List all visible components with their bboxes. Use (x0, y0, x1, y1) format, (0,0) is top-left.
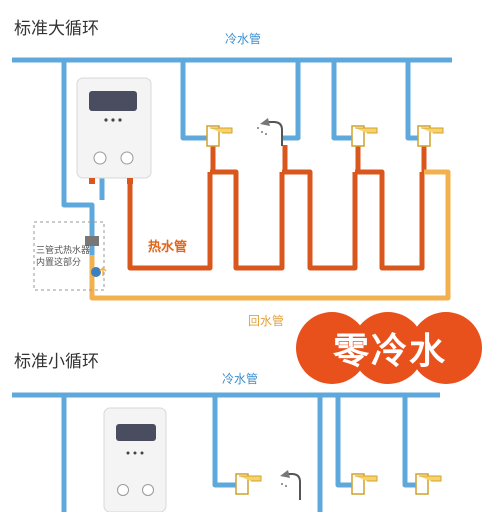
internal-part-note: 三管式热水器内置这部分 (36, 246, 91, 268)
faucet-icon (351, 125, 378, 147)
pump-valve-icon (85, 236, 107, 277)
shower-icon (257, 118, 283, 146)
faucet-icon (417, 125, 444, 147)
section-title-small-loop: 标准小循环 (14, 352, 99, 372)
shower-icon (280, 470, 301, 500)
water-heater-icon (76, 77, 152, 184)
zero-cold-water-badge: 零冷水 (332, 331, 447, 372)
cold-pipe-network-1 (12, 57, 452, 296)
faucet-icon (415, 473, 442, 495)
heater-internal-box (33, 221, 105, 291)
hot-pipe-network-1 (127, 145, 427, 271)
return-pipe-label: 回水管 (248, 314, 285, 328)
cold-pipe-label: 冷水管 (222, 372, 259, 386)
hot-pipe-label: 热水管 (148, 240, 188, 255)
cold-pipe-network-2 (12, 392, 440, 512)
cold-pipe-label: 冷水管 (225, 32, 262, 46)
return-pipe-1 (89, 169, 451, 301)
faucet-icon (351, 473, 378, 495)
badge-blob (410, 312, 482, 384)
section-title-large-loop: 标准大循环 (14, 19, 99, 39)
water-heater-icon (103, 407, 167, 512)
faucet-icon (206, 125, 233, 147)
faucet-icon (235, 473, 262, 495)
